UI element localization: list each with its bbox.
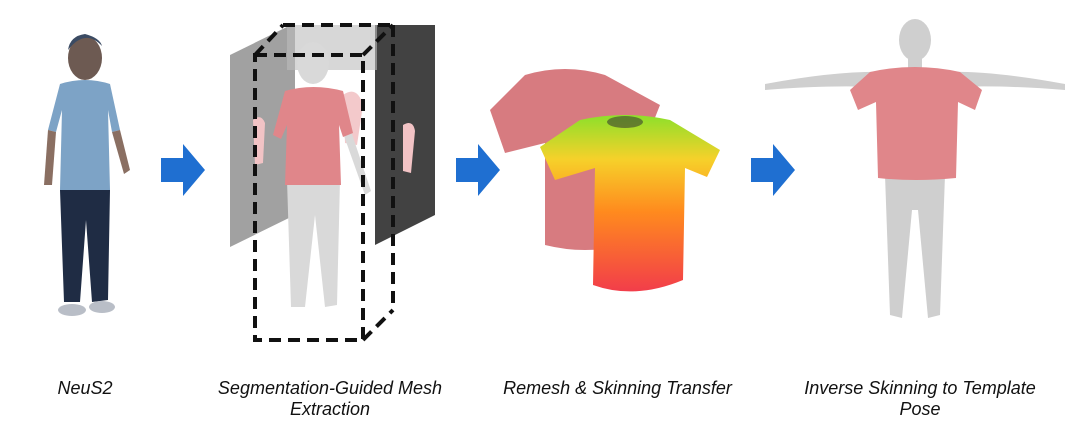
boy-left-shoe	[58, 304, 86, 316]
template-head	[899, 19, 931, 61]
boy-head	[68, 36, 102, 80]
mesh-garment	[273, 87, 353, 185]
caption-neus2: NeuS2	[57, 378, 113, 398]
boy-shirt	[48, 80, 120, 190]
arrow-1-icon	[161, 144, 205, 196]
boy-jeans	[60, 190, 110, 302]
remesh-skinning-transfer	[490, 69, 720, 292]
neus2-reconstruction	[44, 34, 130, 316]
bounding-box	[253, 23, 395, 342]
boy-cap	[68, 34, 102, 50]
caption-inverse-skinning-template-pose: Inverse Skinning to Template Pose	[804, 378, 1036, 419]
skinned-shirt-collar	[607, 116, 643, 128]
arrow-2-icon	[456, 144, 500, 196]
template-garment	[850, 67, 982, 180]
silhouette-right	[403, 123, 415, 173]
boy-right-arm	[112, 130, 130, 174]
silhouette-left	[253, 117, 265, 165]
segmentation-mesh-extraction	[230, 23, 435, 342]
template-legs	[885, 175, 945, 318]
caption-segmentation-mesh-extraction: Segmentation-Guided Mesh Extraction	[217, 378, 443, 419]
arrow-3-icon	[751, 144, 795, 196]
boy-left-arm	[44, 130, 56, 185]
template-pose-mannequin	[765, 19, 1065, 318]
skinned-shirt	[540, 115, 720, 292]
mesh-legs	[287, 180, 340, 307]
mesh-head	[297, 42, 329, 84]
caption-remesh-skinning-transfer: Remesh & Skinning Transfer	[503, 378, 732, 398]
boy-right-shoe	[89, 301, 115, 313]
